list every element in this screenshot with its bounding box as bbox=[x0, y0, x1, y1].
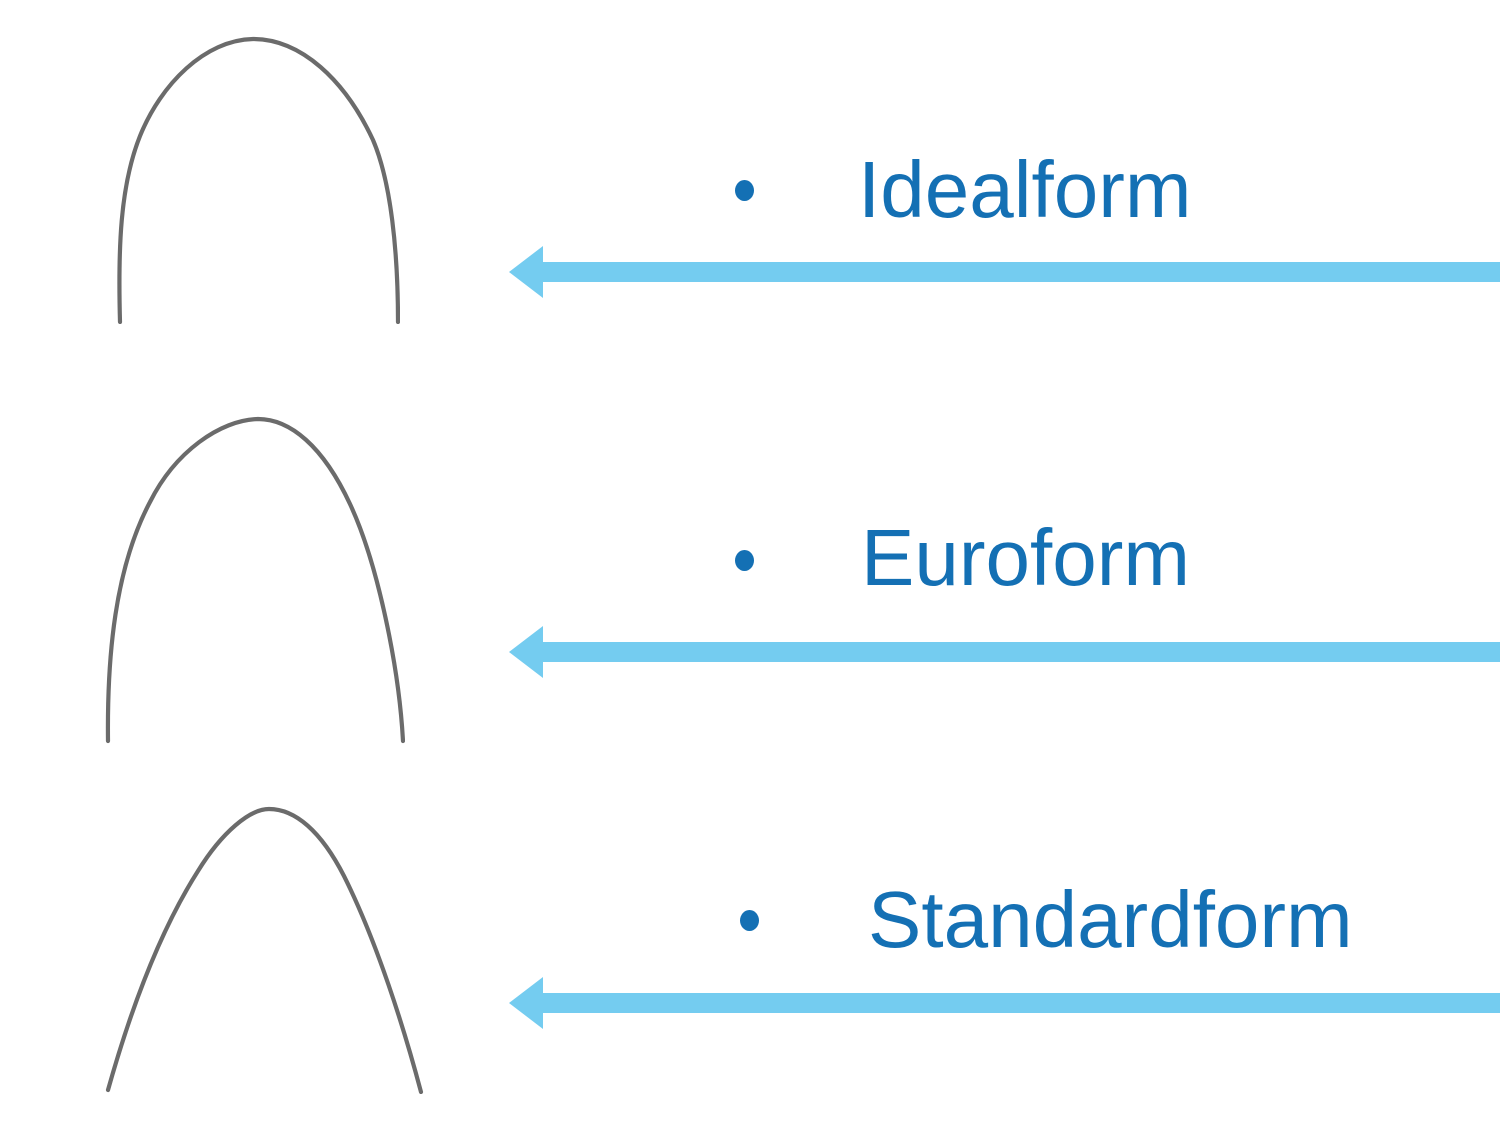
left-arrow-icon-idealform bbox=[509, 246, 1500, 298]
bullet-icon bbox=[735, 180, 754, 201]
archwire-image-idealform bbox=[117, 36, 400, 324]
archwire-image-standardform bbox=[105, 806, 424, 1094]
bullet-icon bbox=[740, 910, 759, 931]
left-arrow-icon-standardform bbox=[509, 977, 1500, 1029]
left-arrow-icon-euroform bbox=[509, 626, 1500, 678]
bullet-icon bbox=[735, 550, 754, 571]
label-standardform: Standardform bbox=[868, 875, 1353, 964]
label-idealform: Idealform bbox=[858, 145, 1192, 234]
archwire-image-euroform bbox=[105, 416, 405, 744]
label-euroform: Euroform bbox=[861, 513, 1190, 602]
